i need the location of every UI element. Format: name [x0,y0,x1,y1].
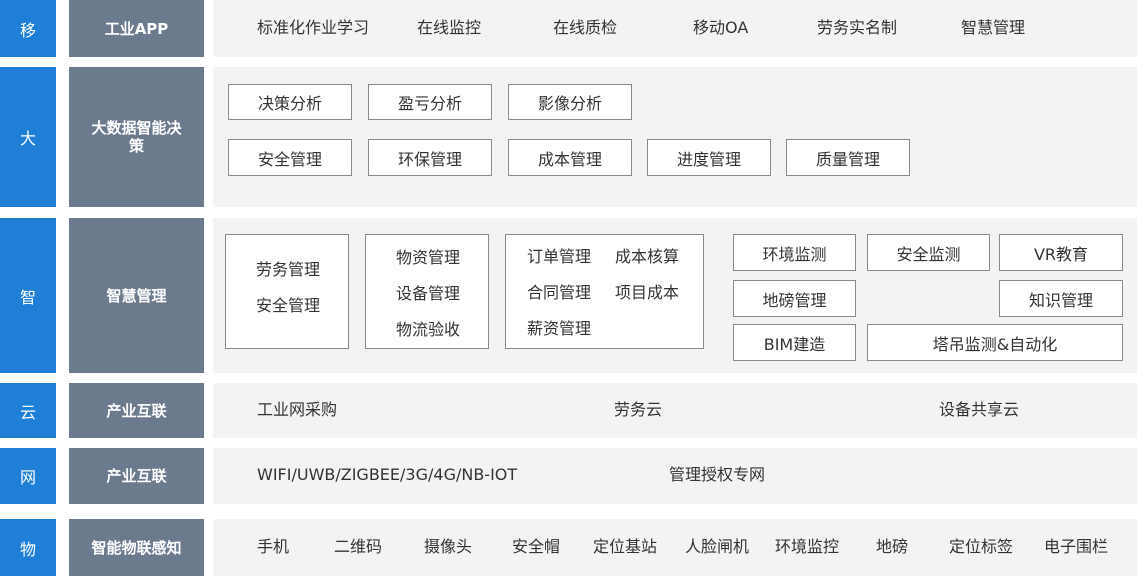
box-image-analysis[interactable]: 影像分析 [508,84,632,120]
box-progress-management[interactable]: 进度管理 [647,139,771,176]
box-safety-management[interactable]: 安全管理 [228,139,352,176]
box-tower-crane-monitoring[interactable]: 塔吊监测&自动化 [867,324,1123,361]
box-bim-construction[interactable]: BIM建造 [733,324,856,361]
box-decision-analysis[interactable]: 决策分析 [228,84,352,120]
item-standard-work-learning[interactable]: 标准化作业学习 [257,18,370,37]
layer-panel-industrial-app: 标准化作业学习 在线监控 在线质检 移动OA 劳务实名制 智慧管理 [213,0,1137,57]
item-project-cost[interactable]: 项目成本 [615,283,680,302]
layer-label-industrial-app: 工业APP [69,0,204,57]
item-environment-monitoring[interactable]: 环境监控 [775,537,840,556]
layer-panel-cloud: 工业网采购 劳务云 设备共享云 [213,383,1137,438]
item-equipment-management[interactable]: 设备管理 [396,284,461,303]
item-qr-code[interactable]: 二维码 [334,537,383,556]
item-logistics-acceptance[interactable]: 物流验收 [396,320,461,339]
item-positioning-tag[interactable]: 定位标签 [949,537,1014,556]
item-wireless-protocols[interactable]: WIFI/UWB/ZIGBEE/3G/4G/NB-IOT [257,465,518,484]
item-industrial-procurement[interactable]: 工业网采购 [257,400,338,419]
group-materials-equipment: 物资管理 设备管理 物流验收 [365,234,489,349]
layer-tag-mobile: 移 [0,0,56,57]
layer-label-industry-interconnection-cloud: 产业互联 [69,383,204,438]
layer-label-industry-interconnection-network: 产业互联 [69,448,204,504]
layer-tag-cloud: 云 [0,383,56,438]
box-profit-loss-analysis[interactable]: 盈亏分析 [368,84,492,120]
item-safety-management[interactable]: 安全管理 [256,296,321,315]
box-quality-management[interactable]: 质量管理 [786,139,910,176]
layer-panel-smart-management: 劳务管理 安全管理 物资管理 设备管理 物流验收 订单管理 成本核算 合同管理 … [213,218,1137,373]
item-contract-management[interactable]: 合同管理 [527,283,592,302]
item-positioning-base-station[interactable]: 定位基站 [593,537,658,556]
item-online-monitoring[interactable]: 在线监控 [417,18,482,37]
box-weighbridge-management[interactable]: 地磅管理 [733,280,856,317]
layer-tag-things: 物 [0,519,56,576]
item-weighbridge[interactable]: 地磅 [876,537,909,556]
box-vr-education[interactable]: VR教育 [999,234,1123,271]
item-online-quality-check[interactable]: 在线质检 [553,18,618,37]
item-labor-cloud[interactable]: 劳务云 [614,400,663,419]
layer-tag-big-data: 大 [0,67,56,207]
layer-panel-iot-sensing: 手机 二维码 摄像头 安全帽 定位基站 人脸闸机 环境监控 地磅 定位标签 电子… [213,519,1137,576]
box-environmental-management[interactable]: 环保管理 [368,139,492,176]
group-labor-safety: 劳务管理 安全管理 [225,234,349,349]
item-mobile-phone[interactable]: 手机 [257,537,290,556]
item-safety-helmet[interactable]: 安全帽 [512,537,561,556]
item-labor-management[interactable]: 劳务管理 [256,260,321,279]
box-knowledge-management[interactable]: 知识管理 [999,280,1123,317]
layer-panel-network: WIFI/UWB/ZIGBEE/3G/4G/NB-IOT 管理授权专网 [213,448,1137,504]
layer-label-big-data-decision: 大数据智能决策 [69,67,204,207]
item-labor-real-name[interactable]: 劳务实名制 [817,18,898,37]
box-safety-monitoring[interactable]: 安全监测 [867,234,990,271]
item-order-management[interactable]: 订单管理 [527,247,592,266]
item-private-network[interactable]: 管理授权专网 [669,465,766,484]
item-camera[interactable]: 摄像头 [424,537,473,556]
layer-tag-network: 网 [0,448,56,504]
item-smart-management[interactable]: 智慧管理 [961,18,1026,37]
item-cost-accounting[interactable]: 成本核算 [615,247,680,266]
box-environment-monitoring[interactable]: 环境监测 [733,234,856,271]
layer-label-iot-sensing: 智能物联感知 [69,519,204,576]
item-mobile-oa[interactable]: 移动OA [693,18,749,37]
item-salary-management[interactable]: 薪资管理 [527,319,592,338]
item-materials-management[interactable]: 物资管理 [396,248,461,267]
box-cost-management[interactable]: 成本管理 [508,139,632,176]
layer-tag-smart: 智 [0,218,56,373]
item-electronic-fence[interactable]: 电子围栏 [1044,537,1109,556]
layer-panel-big-data: 决策分析 盈亏分析 影像分析 安全管理 环保管理 成本管理 进度管理 质量管理 [213,67,1137,207]
item-equipment-sharing-cloud[interactable]: 设备共享云 [939,400,1020,419]
item-face-recognition-gate[interactable]: 人脸闸机 [685,537,750,556]
group-orders-contracts: 订单管理 成本核算 合同管理 项目成本 薪资管理 [505,234,704,349]
layer-label-smart-management: 智慧管理 [69,218,204,373]
